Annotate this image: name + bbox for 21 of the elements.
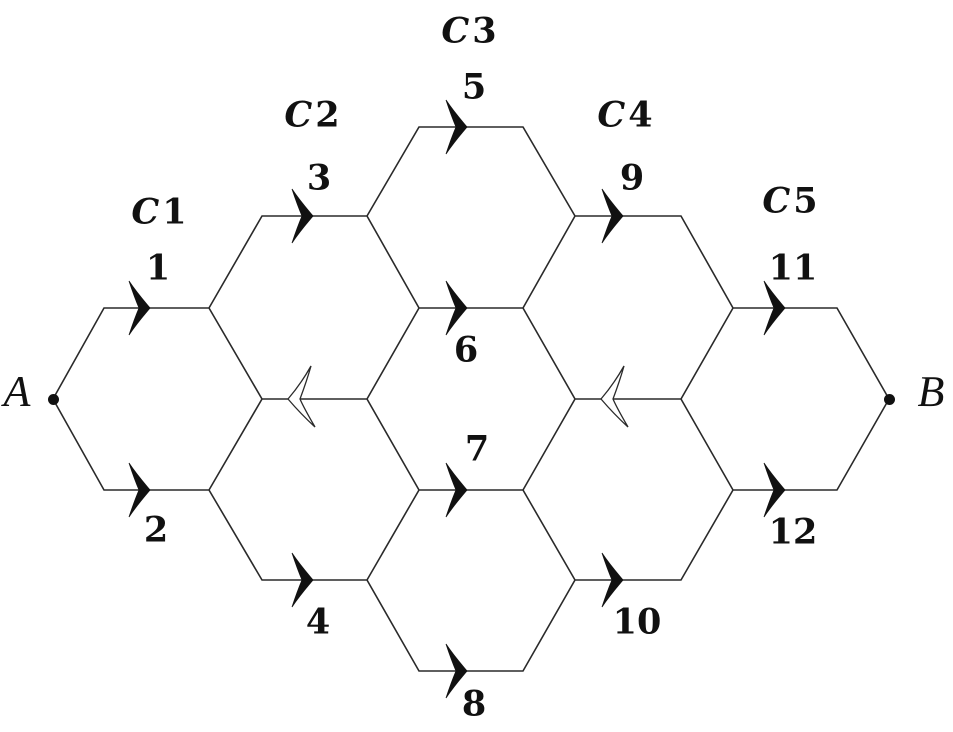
edge-number: 6 xyxy=(454,332,478,368)
edge-number: 10 xyxy=(612,604,662,640)
edge-number: 8 xyxy=(462,686,486,722)
edge-number: 3 xyxy=(306,160,332,196)
edge-number: 11 xyxy=(768,250,818,286)
terminal-label: A xyxy=(4,370,30,414)
edge-number: 1 xyxy=(146,250,170,286)
edge-number: 5 xyxy=(462,70,486,104)
column-label: C1 xyxy=(131,194,187,230)
terminal-label: B xyxy=(918,370,944,414)
edge-number: 7 xyxy=(464,432,490,466)
terminal-dot xyxy=(48,394,58,404)
column-label: C5 xyxy=(762,184,818,218)
terminal-dot xyxy=(884,394,894,404)
edge-number: 2 xyxy=(144,512,168,548)
column-label: C3 xyxy=(441,14,497,48)
column-label: C4 xyxy=(597,98,653,132)
edge-number: 12 xyxy=(768,514,818,550)
edge-number: 4 xyxy=(306,604,330,640)
column-label: C2 xyxy=(284,98,340,132)
edge-number: 9 xyxy=(620,160,644,196)
